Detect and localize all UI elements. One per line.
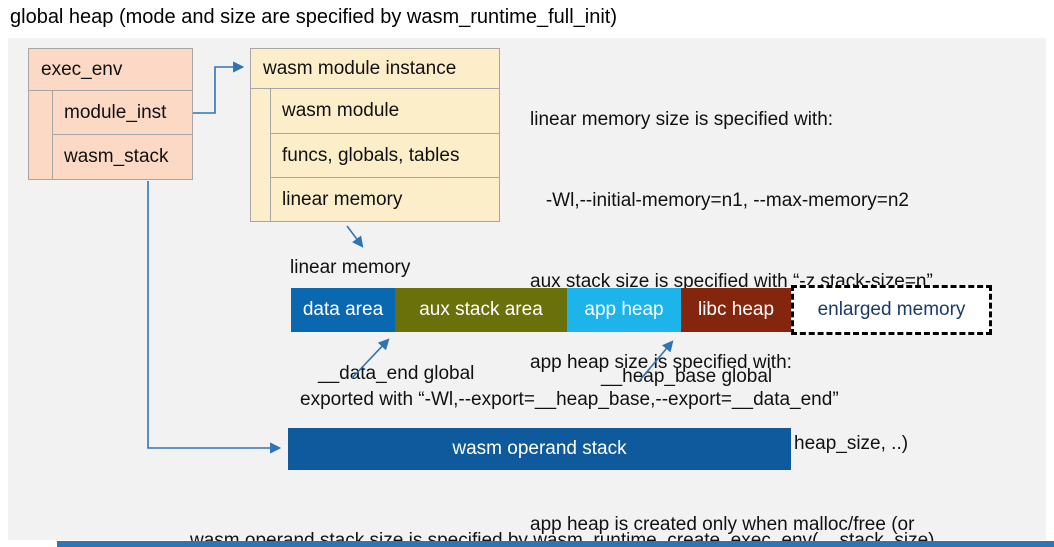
segment-data-area: data area	[291, 288, 395, 332]
exec-env-box: exec_env module_inst wasm_stack	[28, 48, 193, 180]
diagram-title: global heap (mode and size are specified…	[10, 6, 617, 28]
module-instance-header: wasm module instance	[251, 49, 499, 89]
footer-accent-bar	[57, 541, 1054, 547]
linear-memory-label: linear memory	[290, 257, 411, 278]
module-instance-field-wasm-module: wasm module	[270, 88, 500, 134]
module-instance-field-funcs-globals-tables: funcs, globals, tables	[270, 133, 500, 178]
footer-note: wasm operand stack size is specified by …	[190, 481, 935, 547]
segment-aux-stack-area: aux stack area	[395, 288, 567, 332]
exported-with-label: exported with “-Wl,--export=__heap_base,…	[300, 389, 839, 410]
wasm-operand-stack-bar: wasm operand stack	[288, 428, 791, 470]
note-line: app heap is created only when malloc/fre…	[530, 514, 915, 535]
linear-memory-bar: data area aux stack area app heap libc h…	[291, 285, 992, 335]
note-line: app heap size is specified with:	[530, 352, 792, 373]
note-line: linear memory size is specified with:	[530, 109, 834, 130]
exec-env-field-wasm-stack: wasm_stack	[52, 134, 193, 180]
module-instance-box: wasm module instance wasm module funcs, …	[250, 48, 500, 222]
module-instance-field-linear-memory: linear memory	[270, 177, 500, 222]
exec-env-field-module-inst: module_inst	[52, 90, 193, 135]
segment-app-heap: app heap	[567, 288, 681, 332]
segment-libc-heap: libc heap	[681, 288, 791, 332]
heap-base-global-label: __heap_base global	[601, 366, 773, 387]
exec-env-header: exec_env	[29, 49, 192, 91]
segment-enlarged-memory: enlarged memory	[791, 285, 992, 335]
data-end-global-label: __data_end global	[318, 363, 475, 384]
note-line: -Wl,--initial-memory=n1, --max-memory=n2	[530, 190, 909, 211]
